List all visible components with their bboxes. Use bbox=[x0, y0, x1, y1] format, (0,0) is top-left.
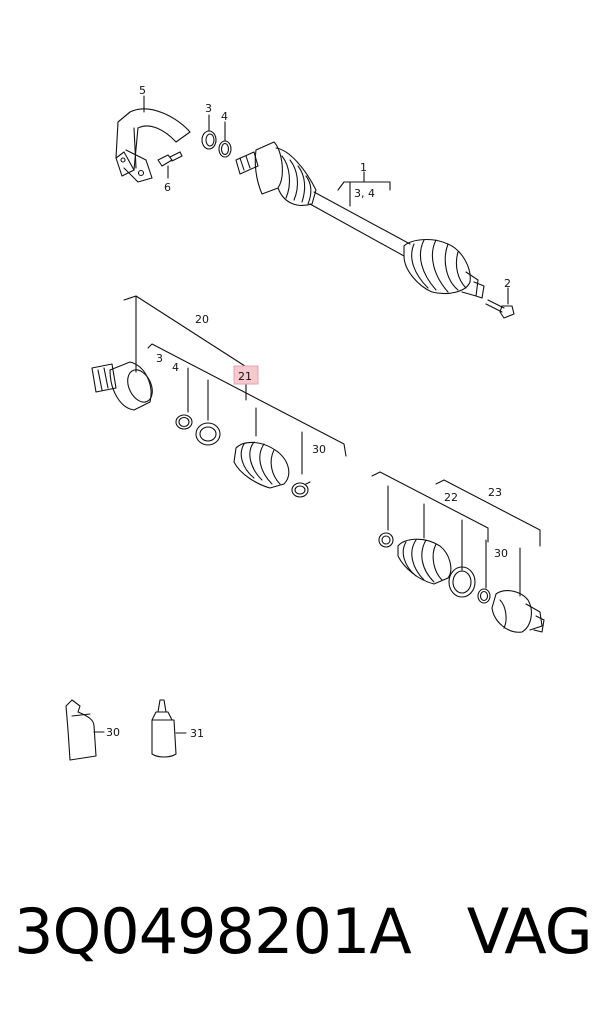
label-3: 3 bbox=[205, 102, 212, 115]
heat-shield-bracket bbox=[115, 108, 191, 183]
circlip-3b bbox=[175, 414, 193, 430]
highlight-21 bbox=[233, 365, 259, 385]
part-number: 3Q0498201A bbox=[14, 895, 412, 968]
caption: 3Q0498201A VAG bbox=[14, 895, 594, 968]
label-4b: 4 bbox=[172, 361, 179, 374]
label-30c: 30 bbox=[106, 726, 120, 739]
circlip-right bbox=[477, 588, 491, 604]
inner-boot bbox=[233, 441, 290, 489]
outer-cv-joint bbox=[491, 590, 545, 633]
clamp-band-4b bbox=[195, 422, 221, 446]
brand: VAG bbox=[466, 895, 593, 968]
small-clamp-30a bbox=[291, 481, 311, 498]
outer-boot bbox=[397, 538, 452, 585]
label-20: 20 bbox=[195, 313, 209, 326]
sealant-tube bbox=[151, 699, 177, 758]
label-1: 1 bbox=[360, 161, 367, 174]
label-30b: 30 bbox=[494, 547, 508, 560]
grease-sachet bbox=[65, 699, 97, 761]
inner-cv-joint bbox=[91, 361, 153, 411]
label-3b: 3 bbox=[156, 352, 163, 365]
label-6: 6 bbox=[164, 181, 171, 194]
circlip-3 bbox=[201, 130, 217, 150]
label-3-4: 3, 4 bbox=[354, 187, 375, 200]
label-31: 31 bbox=[190, 727, 204, 740]
exploded-parts-diagram: 5 3 4 6 1 3, 4 2 20 3 4 21 30 22 23 30 3… bbox=[65, 84, 545, 761]
bolt-6 bbox=[157, 151, 183, 167]
label-23: 23 bbox=[488, 486, 502, 499]
small-clamp-right bbox=[378, 532, 394, 548]
label-30a: 30 bbox=[312, 443, 326, 456]
label-5: 5 bbox=[139, 84, 146, 97]
clamp-band-right bbox=[448, 566, 476, 598]
label-21: 21 bbox=[238, 370, 252, 383]
label-2: 2 bbox=[504, 277, 511, 290]
drive-shaft-assembly bbox=[235, 141, 485, 299]
label-4: 4 bbox=[221, 110, 228, 123]
ring-4 bbox=[218, 140, 232, 158]
label-22: 22 bbox=[444, 491, 458, 504]
bolt-2 bbox=[485, 299, 515, 319]
